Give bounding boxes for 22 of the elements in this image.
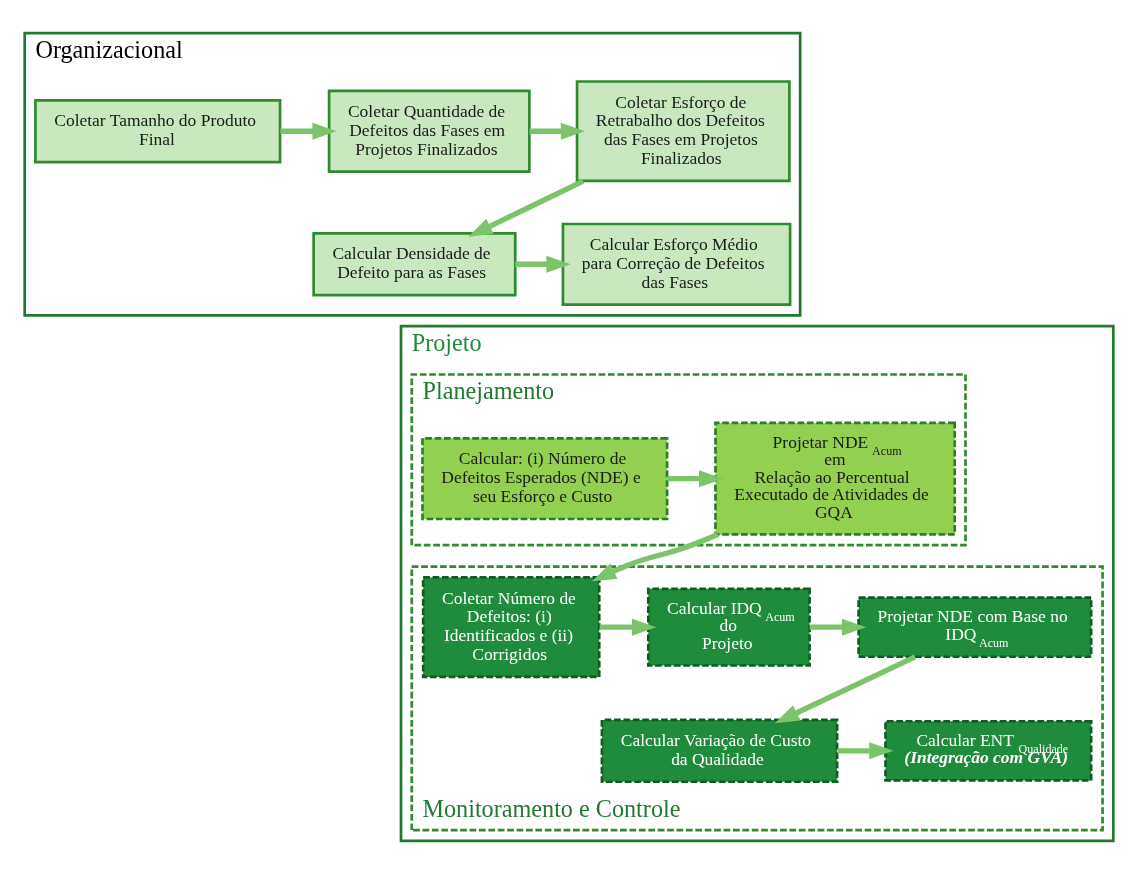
node-box: Calcular Esforço Médio para Correção de Defeitos das Fases	[561, 222, 792, 306]
arrow	[591, 532, 719, 582]
arrow	[599, 618, 657, 636]
node-box: Coletar Tamanho do Produto Final	[34, 99, 282, 164]
node-box: Coletar Número de Defeitos: (i) Identificados e (ii) Corrigidos	[421, 576, 601, 679]
node-box: Calcular Variação de Custo da Qualidade	[600, 718, 839, 784]
arrow	[280, 122, 337, 140]
node-box: Coletar Quantidade de Defeitos das Fases em Projetos Finalizados	[327, 89, 531, 173]
node-box: Calcular Densidade de Defeito para as Fases	[312, 232, 517, 297]
arrow	[774, 654, 917, 724]
node-box: Calcular: (i) Número de Defeitos Esperados (NDE) e seu Esforço e Custo	[421, 437, 669, 521]
node-box: Calcular ENT$_{Qualidade}$ (Integração com GVA)	[884, 719, 1093, 782]
arrow	[529, 122, 586, 140]
arrow	[809, 618, 867, 636]
arrow	[837, 742, 894, 760]
node-box: Projetar NDE com Base no IDQ$_{Acum}$	[857, 596, 1093, 659]
node-box: Projetar NDE$_{Acum}$ em Relação ao Percentual Executado de Atividades de GQA	[714, 421, 957, 536]
node-box: Calcular IDQ$_{Acum}$ do Projeto	[646, 587, 811, 667]
arrow	[667, 470, 724, 488]
node-box: Coletar Esforço de Retrabalho dos Defeitos das Fases em Projetos Finalizados	[575, 80, 791, 183]
arrow	[468, 178, 585, 237]
arrow	[515, 255, 571, 273]
